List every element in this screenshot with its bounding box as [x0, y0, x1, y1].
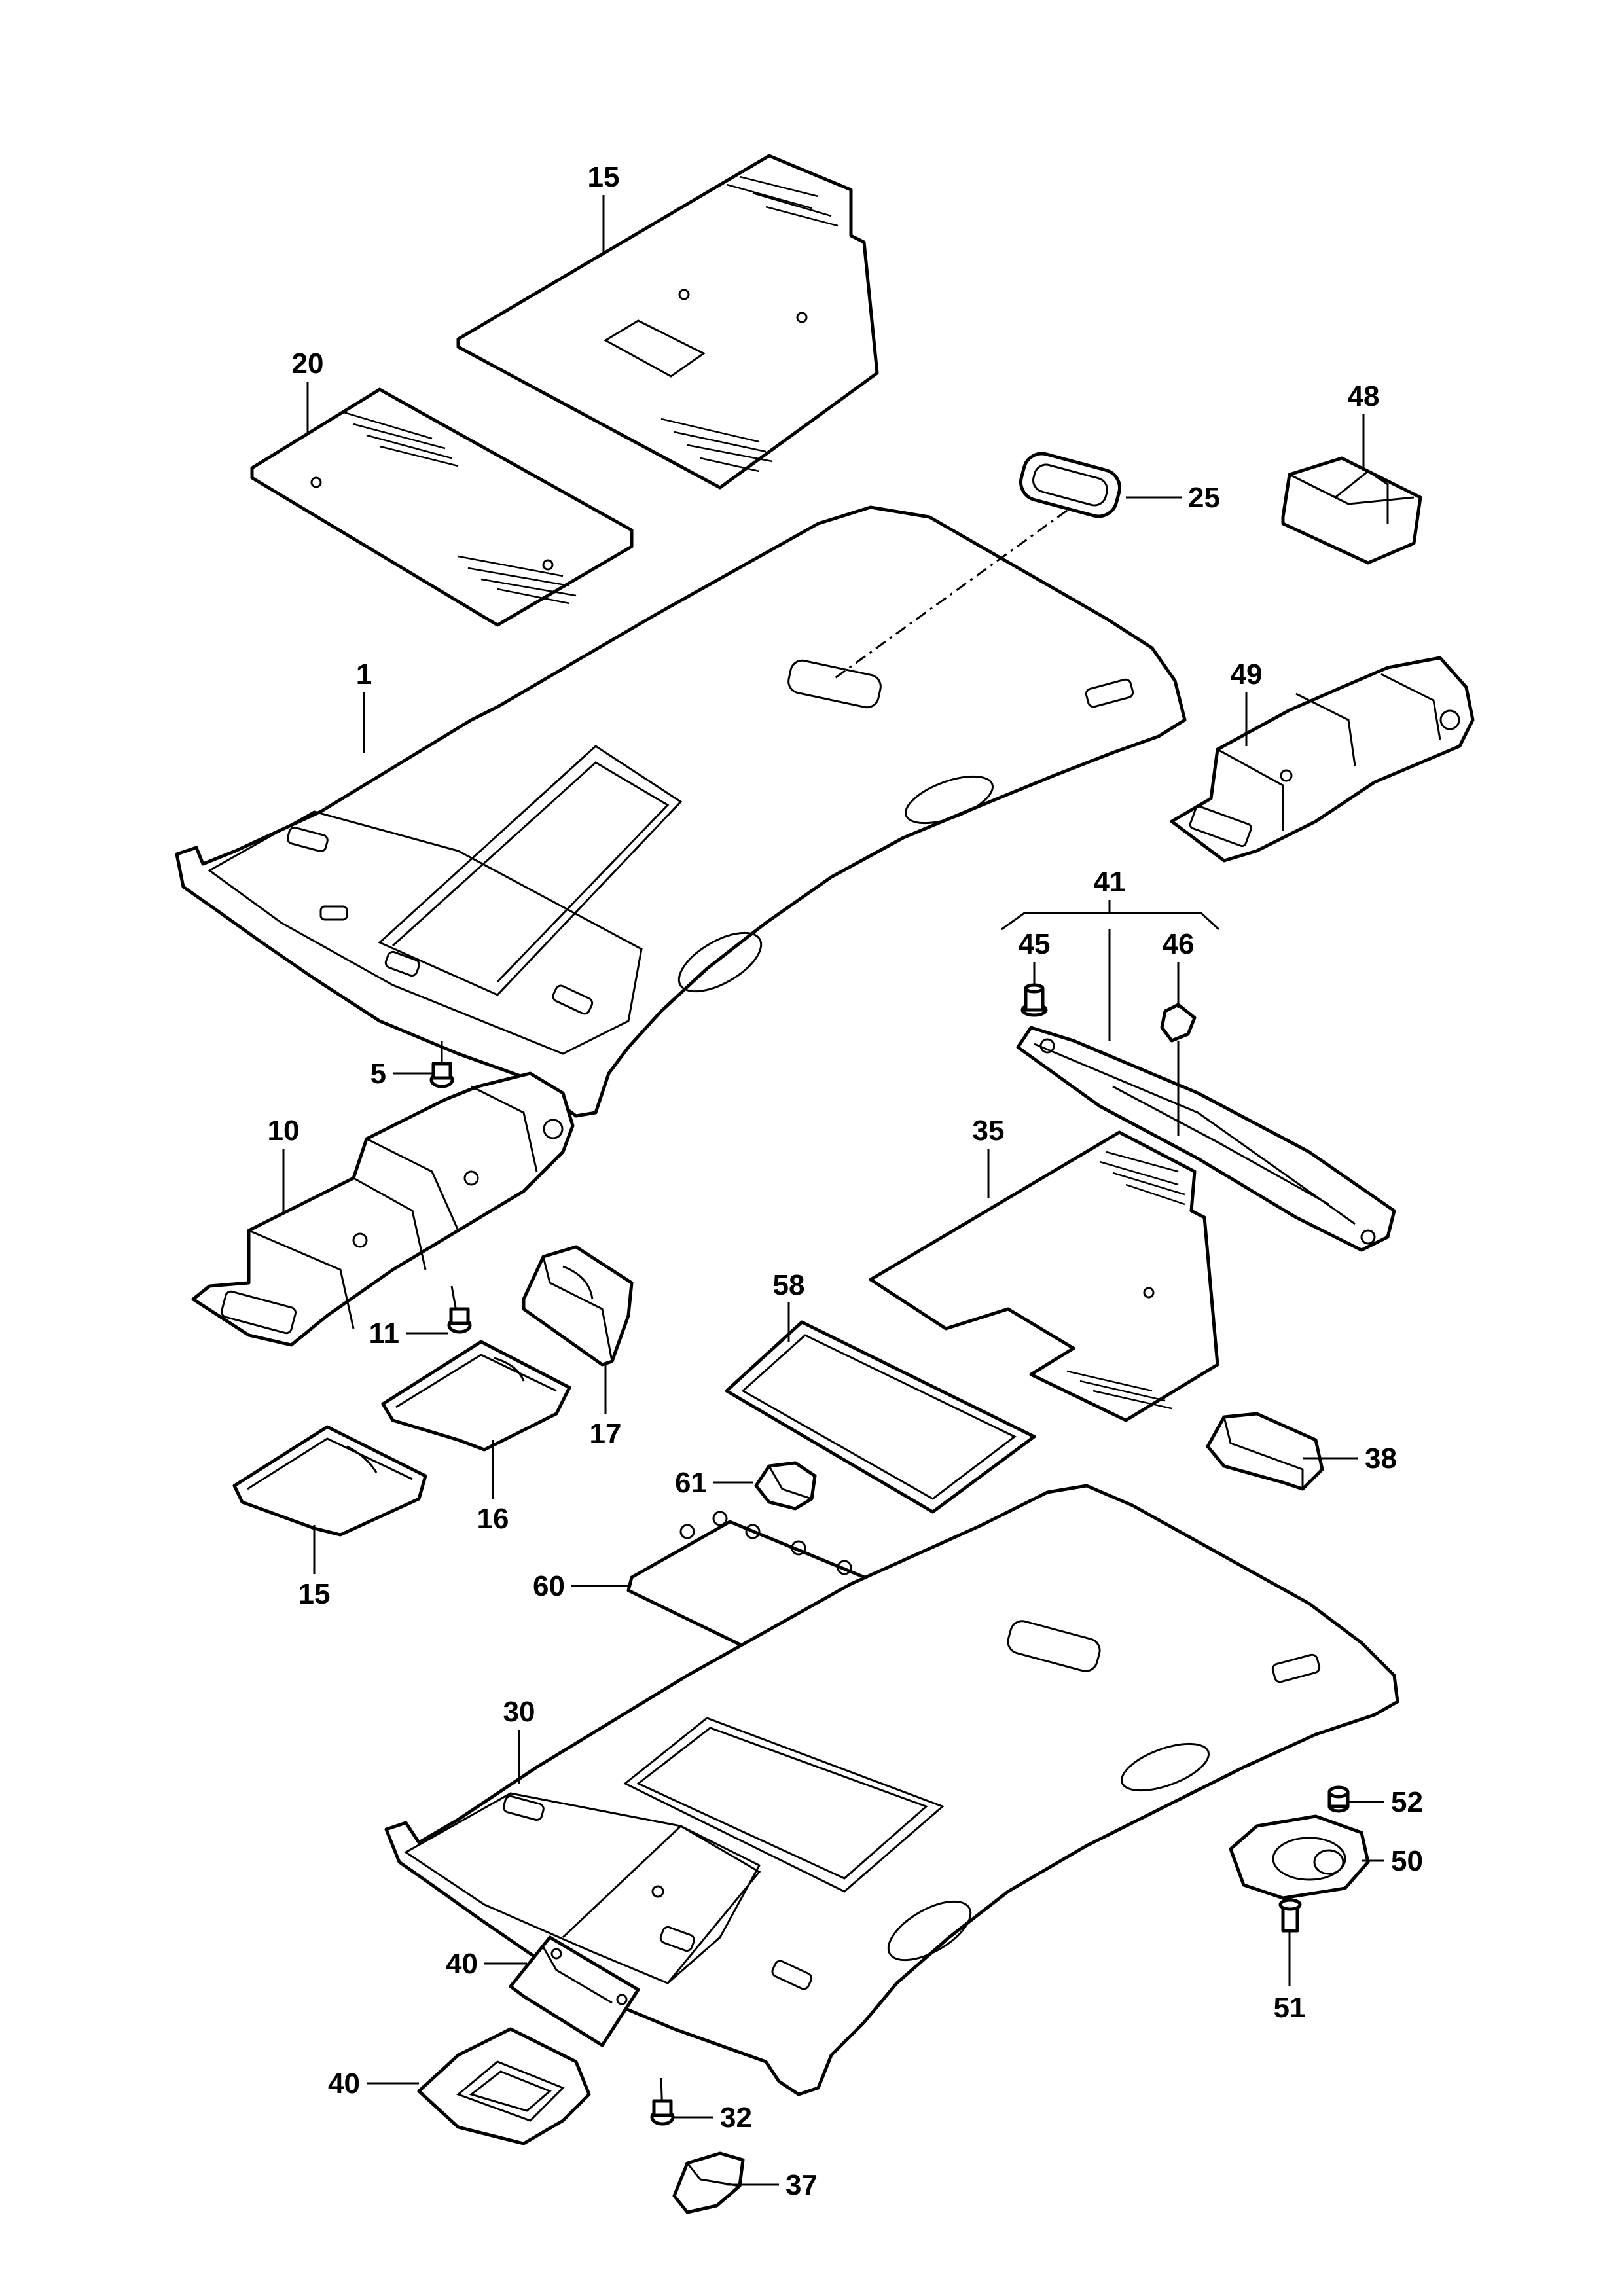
part-61-clip	[754, 1461, 817, 1511]
part-45-roof-trim	[1016, 1026, 1396, 1252]
callout-20: 20	[292, 348, 324, 380]
part-40-frame	[417, 2027, 591, 2145]
callout-1: 1	[356, 658, 372, 691]
callout-50: 50	[1391, 1845, 1423, 1877]
callout-15: 15	[298, 1578, 331, 1610]
part-35-insulation-panel	[869, 1130, 1219, 1422]
part-17-bezel	[522, 1245, 634, 1367]
callout-30: 30	[503, 1696, 535, 1728]
part-49-console	[1170, 656, 1475, 863]
callout-16: 16	[477, 1503, 509, 1535]
callout-60: 60	[533, 1570, 565, 1602]
callout-41: 40	[446, 1948, 478, 1980]
part-38-bracket	[1206, 1412, 1324, 1491]
callout-37: 37	[785, 2169, 818, 2201]
callout-35: 35	[973, 1115, 1005, 1147]
leader-lines	[282, 195, 1384, 2186]
callout-52: 52	[1391, 1786, 1423, 1818]
callout-10: 10	[268, 1115, 300, 1147]
callout-32: 32	[720, 2102, 752, 2134]
part-16-tray	[381, 1340, 571, 1452]
part-1-headliner	[175, 505, 1187, 1118]
callout-17: 17	[590, 1418, 622, 1450]
callout-38: 38	[1365, 1443, 1397, 1475]
callout-58: 58	[773, 1269, 805, 1301]
callout-5: 5	[370, 1058, 386, 1090]
callout-47: 46	[1163, 928, 1195, 960]
callout-48: 48	[1348, 380, 1380, 412]
callout-25: 25	[1188, 482, 1220, 514]
part-15-tray	[232, 1425, 427, 1537]
part-21-insulation-panel	[456, 154, 879, 490]
part-51-screw	[1278, 1898, 1302, 1933]
callout-49: 49	[1231, 658, 1263, 691]
part-5-screw	[429, 1041, 454, 1088]
part-48-bracket	[1281, 456, 1422, 565]
callout-45: 41	[1094, 866, 1126, 898]
part-37-clip	[672, 2151, 745, 2214]
callout-46: 45	[1019, 928, 1051, 960]
callout-61: 61	[675, 1467, 707, 1499]
part-50-lamp-housing	[1229, 1814, 1370, 1900]
callout-51: 51	[1274, 1992, 1306, 2024]
part-52-cap	[1327, 1785, 1350, 1813]
part-20-insulation-panel	[250, 387, 634, 627]
part-11-screw	[447, 1285, 472, 1334]
part-58-frame	[725, 1320, 1036, 1514]
part-25-bezel	[1019, 452, 1121, 518]
callout-11: 11	[369, 1318, 399, 1350]
callout-21: 15	[588, 161, 620, 193]
callouts: 15 20 25 48 1 49 41 45 46 5 10 35 11 58 …	[268, 161, 1423, 2201]
part-30-headliner	[384, 1484, 1399, 2096]
part-47-clip	[1160, 1003, 1197, 1043]
part-46-clip	[1020, 983, 1048, 1017]
part-41-cover	[509, 1935, 640, 2047]
callout-40: 40	[328, 2068, 360, 2100]
part-10-console	[191, 1071, 575, 1347]
part-32-screw	[650, 2077, 675, 2126]
